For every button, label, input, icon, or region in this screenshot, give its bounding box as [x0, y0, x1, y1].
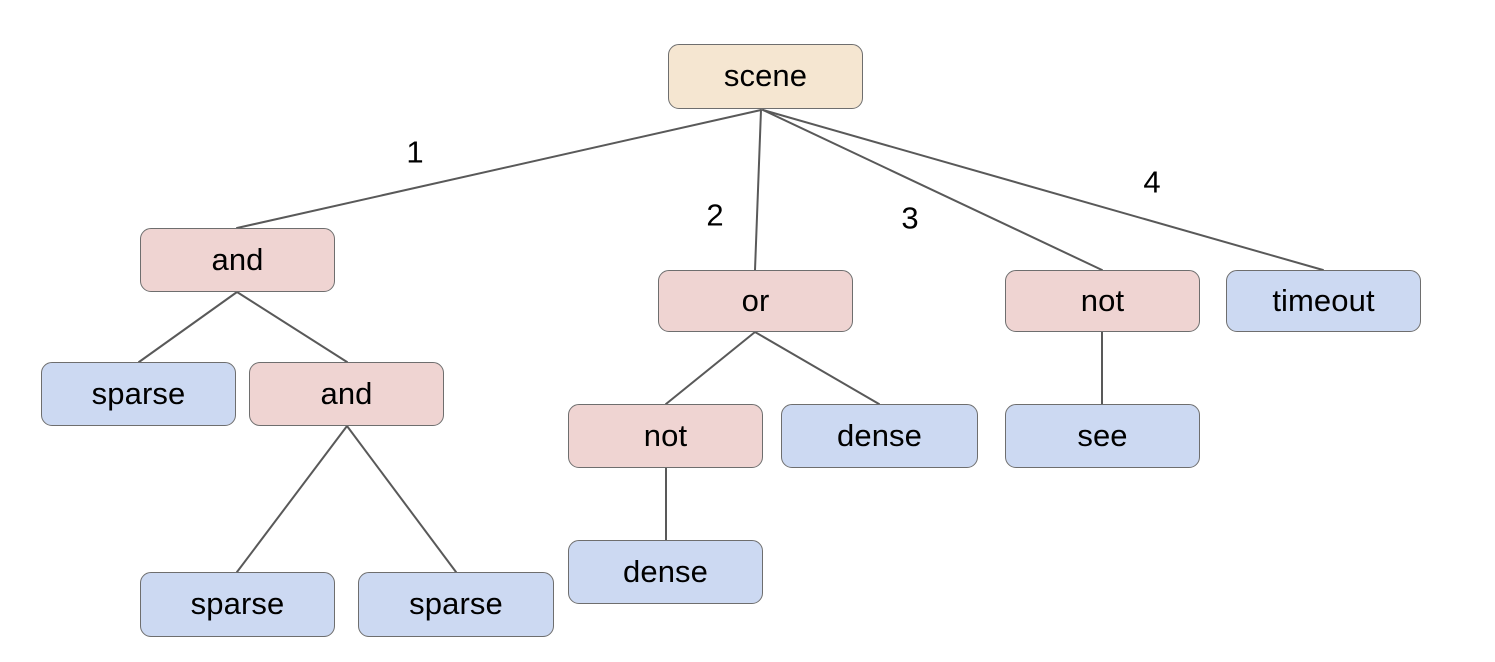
tree-node-sparse2[interactable]: sparse [140, 572, 335, 637]
tree-edge [754, 331, 880, 405]
tree-node-label: scene [723, 58, 808, 93]
tree-node-label: see [1077, 417, 1128, 453]
edge-label-2: 2 [706, 197, 724, 233]
edge-label-4: 4 [1143, 164, 1161, 200]
tree-node-or1[interactable]: or [658, 270, 853, 332]
edge-label-3: 3 [901, 200, 919, 236]
tree-edge [754, 109, 762, 271]
tree-edge [236, 425, 348, 573]
tree-node-label: or [741, 282, 770, 318]
tree-edge [236, 109, 762, 229]
tree-node-label: dense [623, 553, 708, 589]
tree-node-dense1[interactable]: dense [781, 404, 978, 468]
tree-node-label: and [211, 241, 264, 277]
tree-node-label: sparse [91, 375, 186, 411]
tree-edge [665, 331, 756, 405]
tree-edge [762, 109, 1103, 271]
tree-node-label: sparse [409, 586, 503, 621]
tree-node-dense2[interactable]: dense [568, 540, 763, 604]
tree-node-and2[interactable]: and [249, 362, 444, 426]
tree-node-not1[interactable]: not [1005, 270, 1200, 332]
tree-node-label: not [1080, 282, 1125, 318]
tree-node-and1[interactable]: and [140, 228, 335, 292]
tree-edge [236, 291, 348, 363]
tree-node-see1[interactable]: see [1005, 404, 1200, 468]
tree-node-sparse3[interactable]: sparse [358, 572, 554, 637]
tree-node-sparse1[interactable]: sparse [41, 362, 236, 426]
tree-node-timeout1[interactable]: timeout [1226, 270, 1421, 332]
tree-node-label: and [320, 375, 373, 411]
tree-node-label: timeout [1272, 282, 1375, 318]
edge-label-1: 1 [406, 134, 424, 170]
tree-node-not2[interactable]: not [568, 404, 763, 468]
tree-node-label: sparse [190, 586, 285, 621]
tree-edge [346, 425, 457, 573]
tree-node-label: not [643, 417, 688, 453]
tree-node-scene[interactable]: scene [668, 44, 863, 109]
tree-edge [762, 109, 1324, 271]
tree-edge [138, 291, 238, 363]
tree-node-label: dense [837, 417, 922, 453]
